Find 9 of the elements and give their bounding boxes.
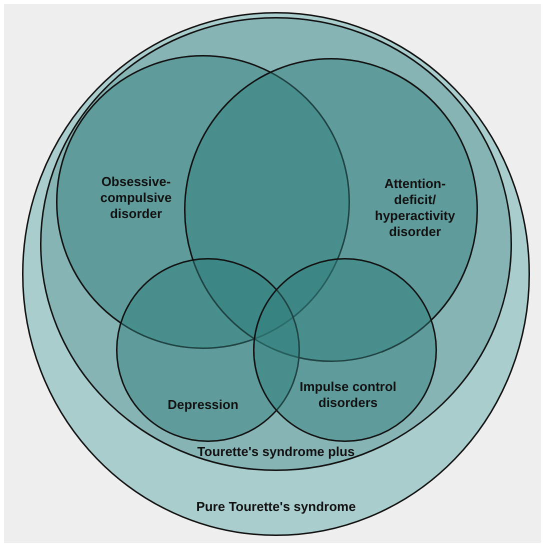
region-label: Attention-deficit/ hyperactivity disorder — [374, 176, 456, 240]
region-label: Pure Tourette's syndrome — [195, 499, 357, 515]
inner-circle — [40, 17, 512, 471]
region-label: Depression — [166, 397, 240, 413]
region-label: Obsessive-compulsive disorder — [99, 174, 173, 222]
outer-circle — [22, 12, 530, 536]
venn-circle — [253, 258, 437, 442]
region-label: Tourette's syndrome plus — [196, 444, 356, 460]
region-label: Impulse control disorders — [298, 379, 398, 411]
